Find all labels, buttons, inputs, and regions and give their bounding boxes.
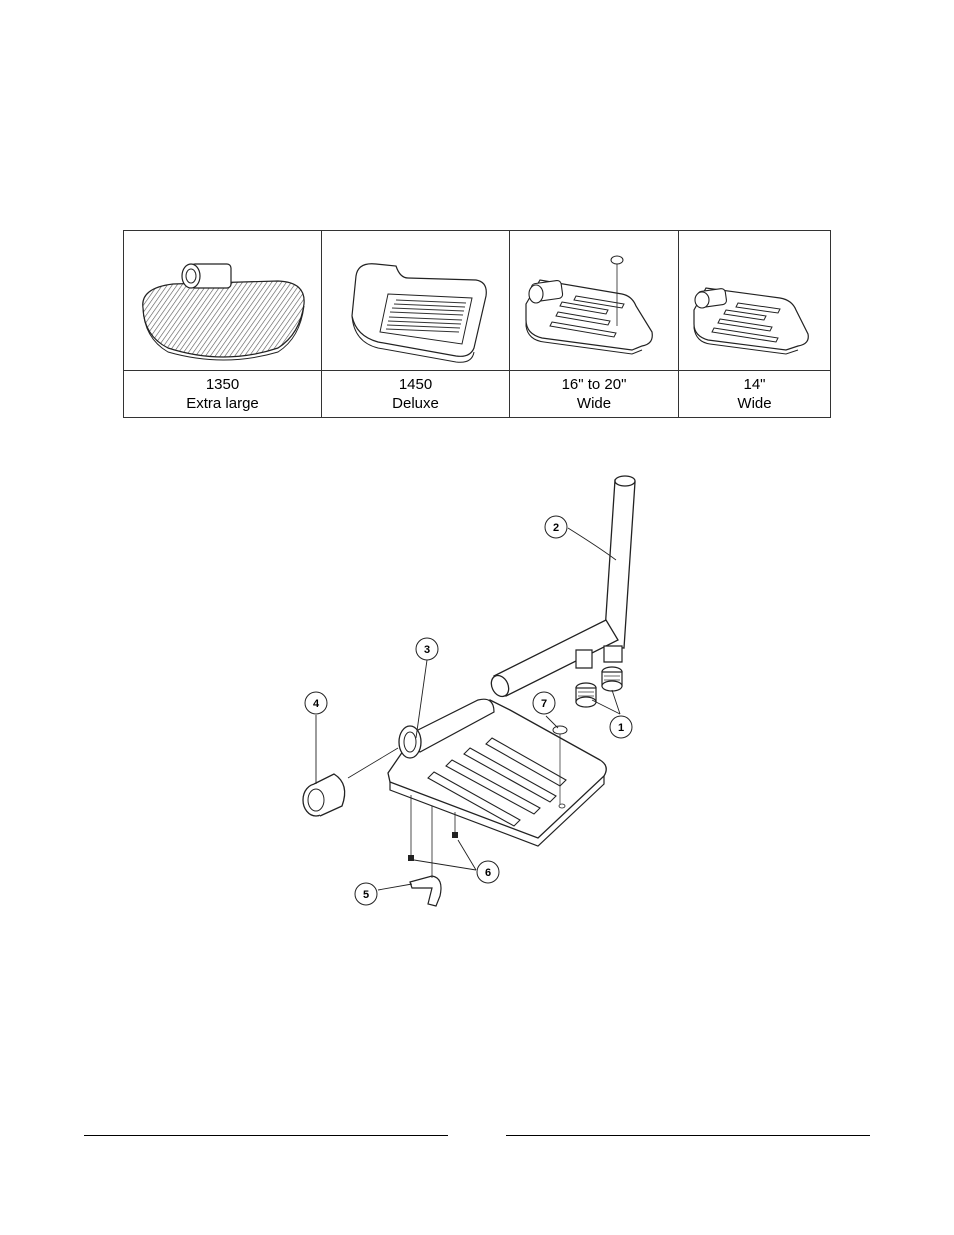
screws xyxy=(408,832,458,861)
vertical-tube xyxy=(603,475,636,649)
variant-caption-cell: 1350 Extra large xyxy=(123,370,322,418)
variant-model: 14" xyxy=(743,376,766,393)
callout-5: 5 xyxy=(354,882,378,906)
footplate-variants-table: 1350 Extra large 1450 Deluxe 16" to 20" … xyxy=(123,230,831,418)
svg-text:5: 5 xyxy=(363,889,369,901)
callout-4: 4 xyxy=(304,691,328,715)
variant-image-cell xyxy=(678,230,831,371)
variant-caption-cell: 1450 Deluxe xyxy=(321,370,510,418)
variant-image-cell xyxy=(509,230,679,371)
footer-rule-left xyxy=(84,1135,448,1136)
variant-description: Wide xyxy=(737,395,772,412)
variant-model: 1350 xyxy=(205,376,240,393)
horizontal-tube xyxy=(490,619,619,698)
variant-caption-cell: 14" Wide xyxy=(678,370,831,418)
deluxe-footplate-image xyxy=(350,262,487,363)
svg-text:2: 2 xyxy=(553,522,559,534)
variant-caption-row: 1350 Extra large 1450 Deluxe 16" to 20" … xyxy=(123,370,831,418)
variant-caption-cell: 16" to 20" Wide xyxy=(509,370,679,418)
svg-text:4: 4 xyxy=(313,698,320,710)
exploded-assembly-diagram: 2 3 4 7 1 6 5 xyxy=(302,475,636,907)
callout-1: 1 xyxy=(609,715,633,739)
tube-plugs xyxy=(575,666,623,708)
variant-model: 16" to 20" xyxy=(561,376,627,393)
footer-rule-right xyxy=(506,1135,870,1136)
variant-image-cell xyxy=(123,230,322,371)
svg-text:6: 6 xyxy=(485,867,491,879)
variant-image-row xyxy=(123,230,831,371)
svg-text:3: 3 xyxy=(424,644,430,656)
clamp xyxy=(409,875,442,907)
wide-16-20-footplate-image xyxy=(524,255,653,355)
washer xyxy=(552,725,568,735)
callout-7: 7 xyxy=(532,691,556,715)
callout-6: 6 xyxy=(476,860,500,884)
footplate xyxy=(387,698,607,847)
wide-14-footplate-image xyxy=(692,286,809,355)
variant-model: 1450 xyxy=(398,376,433,393)
svg-text:1: 1 xyxy=(618,722,624,734)
callout-3: 3 xyxy=(415,637,439,661)
callout-2: 2 xyxy=(544,515,568,539)
variant-description: Wide xyxy=(576,395,612,412)
variant-description: Extra large xyxy=(186,395,259,412)
end-cap xyxy=(302,773,348,817)
extra-large-footplate-image xyxy=(141,262,305,360)
variant-image-cell xyxy=(321,230,510,371)
variant-description: Deluxe xyxy=(392,395,439,412)
svg-text:7: 7 xyxy=(541,698,547,710)
